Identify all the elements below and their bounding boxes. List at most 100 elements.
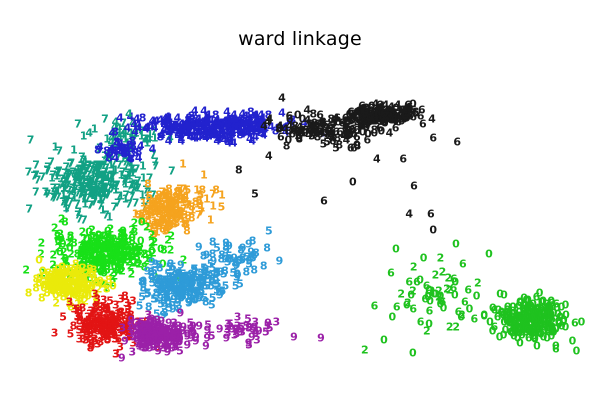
data-point-cluster-green: 0 <box>82 232 91 246</box>
data-point-cluster-blue: 4 <box>227 115 236 129</box>
data-point-cluster-blue: 4 <box>226 126 235 140</box>
data-point-cluster-blue: 4 <box>247 120 256 134</box>
data-point-cluster-blue: 4 <box>217 116 226 130</box>
data-point-cluster-blue: 4 <box>167 123 175 136</box>
data-point-cluster-brightgreen: 6 <box>464 283 473 297</box>
data-point-cluster-blue: 4 <box>184 119 192 133</box>
data-point-cluster-brightgreen: 0 <box>549 306 558 320</box>
data-point-cluster-black: 6 <box>366 107 374 121</box>
data-point-cluster-blue: 4 <box>172 122 181 136</box>
data-point-cluster-blue: 4 <box>209 127 218 141</box>
data-point-cluster-black: 5 <box>346 114 355 128</box>
data-point-cluster-blue: 4 <box>213 134 222 147</box>
data-point-cluster-teal: 7 <box>118 165 127 179</box>
data-point-cluster-blue: 4 <box>235 116 244 130</box>
data-point-cluster-teal: 7 <box>99 185 107 199</box>
data-point-cluster-black: 0 <box>375 112 384 126</box>
data-point-cluster-blue: 8 <box>253 119 261 132</box>
data-point-cluster-black: 6 <box>402 103 411 117</box>
data-point-cluster-blue: 8 <box>131 146 140 160</box>
data-point-cluster-black: 6 <box>394 115 403 129</box>
data-point-cluster-purple: 9 <box>127 313 136 327</box>
data-point-cluster-black: 6 <box>387 105 396 119</box>
data-point-cluster-blue: 4 <box>111 151 120 165</box>
data-point-cluster-black: 4 <box>361 118 370 132</box>
data-point-cluster-blue: 4 <box>239 126 247 140</box>
data-point-cluster-teal: 7 <box>86 198 95 212</box>
data-point-cluster-black: 6 <box>371 108 380 122</box>
data-point-cluster-black: 0 <box>379 106 387 120</box>
data-point-cluster-teal: 4 <box>130 128 138 142</box>
data-point-outlier-cluster-black: 6 <box>320 194 328 208</box>
data-point-cluster-black: 0 <box>370 114 379 128</box>
data-point-cluster-purple: 9 <box>195 319 204 333</box>
data-point-cluster-blue: 4 <box>248 125 256 139</box>
data-point-cluster-teal: 7 <box>53 181 62 195</box>
data-point-cluster-teal: 1 <box>80 160 89 174</box>
data-point-cluster-cyan: 8 <box>259 259 268 273</box>
data-point-cluster-teal: 7 <box>124 166 133 180</box>
data-point-cluster-blue: 8 <box>187 109 196 123</box>
data-point-cluster-teal: 7 <box>71 182 80 196</box>
data-point-outlier-cluster-orange: 1 <box>200 168 208 182</box>
data-point-cluster-black: 0 <box>375 106 383 120</box>
data-point-cluster-blue: 4 <box>228 125 237 139</box>
data-point-cluster-blue: 4 <box>257 112 266 126</box>
data-point-cluster-blue: 4 <box>241 116 250 130</box>
data-point-cluster-teal: 7 <box>62 170 71 184</box>
data-point-cluster-blue: 8 <box>201 128 210 142</box>
data-point-cluster-black: 6 <box>360 114 369 128</box>
data-point-cluster-blue: 4 <box>120 147 129 160</box>
data-point-cluster-cyan: 8 <box>208 235 217 248</box>
data-point-cluster-teal: 1 <box>97 193 106 207</box>
data-point-cluster-blue: 4 <box>224 116 233 130</box>
data-point-cluster-blue: 8 <box>116 140 125 154</box>
data-point-cluster-black: 6 <box>370 113 378 127</box>
data-point-cluster-black: 6 <box>402 102 411 116</box>
data-point-cluster-teal: 1 <box>121 132 130 146</box>
data-point-cluster-blue: 4 <box>188 116 196 130</box>
data-point-outlier-cluster-black: 4 <box>264 149 273 163</box>
data-point-cluster-teal: 7 <box>86 184 94 198</box>
data-point-cluster-teal: 7 <box>106 175 115 189</box>
data-point-cluster-blue: 4 <box>178 124 187 138</box>
data-point-cluster-red: 5 <box>106 294 114 308</box>
data-point-cluster-teal: 7 <box>75 212 84 226</box>
data-point-cluster-teal: 7 <box>124 142 133 156</box>
data-point-cluster-blue: 4 <box>202 114 211 128</box>
data-point-cluster-teal: 7 <box>50 185 59 199</box>
data-point-cluster-teal: 7 <box>103 187 111 201</box>
data-point-cluster-blue: 4 <box>209 128 217 142</box>
data-point-cluster-teal: 7 <box>73 186 82 200</box>
data-point-cluster-teal: 1 <box>96 191 104 205</box>
data-point-cluster-teal: 1 <box>74 171 83 185</box>
data-point-cluster-blue: 4 <box>261 122 270 136</box>
data-point-cluster-green: 2 <box>37 236 46 250</box>
data-point-cluster-cyan: 9 <box>230 251 239 265</box>
data-point-cluster-blue: 4 <box>254 123 262 137</box>
data-point-cluster-red: 8 <box>121 289 129 303</box>
data-point-cluster-teal: 7 <box>75 166 83 180</box>
data-point-cluster-teal: 4 <box>85 126 94 140</box>
data-point-cluster-black: 6 <box>346 141 355 155</box>
data-point-cluster-blue: 4 <box>123 146 132 160</box>
data-point-cluster-teal: 7 <box>74 208 82 221</box>
data-point-cluster-brightgreen: 6 <box>413 275 421 289</box>
data-point-cluster-teal: 7 <box>99 173 108 187</box>
data-point-cluster-black: 4 <box>385 111 394 125</box>
data-point-cluster-orange: 1 <box>218 188 226 202</box>
data-point-cluster-blue: 8 <box>106 146 114 160</box>
data-point-outlier-cluster-brightgreen: 0 <box>380 333 388 347</box>
data-point-cluster-black: 6 <box>409 110 418 124</box>
data-point-cluster-teal: 7 <box>86 180 94 193</box>
data-point-cluster-blue: 4 <box>179 119 187 133</box>
data-point-cluster-black: 4 <box>380 110 389 124</box>
data-point-cluster-blue: 4 <box>184 113 193 127</box>
data-point-cluster-blue: 8 <box>225 119 234 133</box>
data-point-cluster-black: 6 <box>358 104 367 118</box>
data-point-cluster-teal: 7 <box>106 153 115 167</box>
data-point-cluster-blue: 8 <box>134 145 143 159</box>
data-point-cluster-teal: 7 <box>119 123 128 137</box>
data-point-cluster-blue: 4 <box>258 111 267 125</box>
data-point-outlier-cluster-orange: 1 <box>179 157 187 171</box>
